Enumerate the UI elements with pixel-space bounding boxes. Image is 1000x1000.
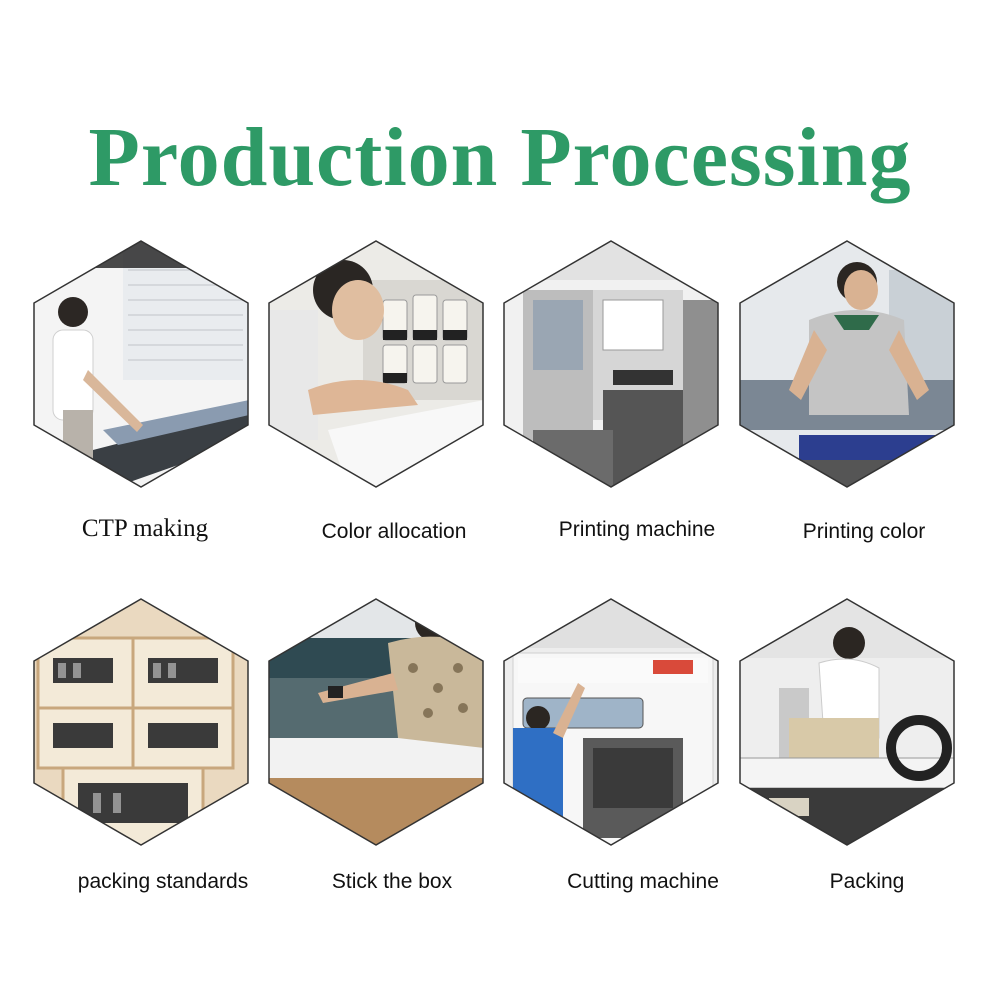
caption-color-allocation: Color allocation (321, 520, 467, 543)
step-image-color-allocation (268, 240, 484, 488)
page-title: Production Processing (88, 111, 912, 205)
step-image-packing-standards (33, 598, 249, 846)
caption-packing-standards: packing standards (77, 870, 249, 893)
caption-cutting-machine: Cutting machine (567, 870, 719, 893)
press-operator-photo (739, 240, 955, 488)
ctp-plate-machine-photo (33, 240, 249, 488)
caption-printing-color: Printing color (802, 520, 926, 543)
caption-stick-the-box: Stick the box (331, 870, 453, 893)
packed-cartons-photo (33, 598, 249, 846)
box-gluing-photo (268, 598, 484, 846)
packing-station-photo (739, 598, 955, 846)
step-image-printing-machine (503, 240, 719, 488)
step-image-packing (739, 598, 955, 846)
step-image-ctp-making (33, 240, 249, 488)
die-cutter-photo (503, 598, 719, 846)
step-image-stick-the-box (268, 598, 484, 846)
caption-packing: Packing (829, 870, 905, 893)
step-image-printing-color (739, 240, 955, 488)
step-image-cutting-machine (503, 598, 719, 846)
offset-printer-photo (503, 240, 719, 488)
caption-printing-machine: Printing machine (558, 518, 716, 541)
caption-ctp-making: CTP making (81, 515, 209, 542)
ink-mixing-photo (268, 240, 484, 488)
